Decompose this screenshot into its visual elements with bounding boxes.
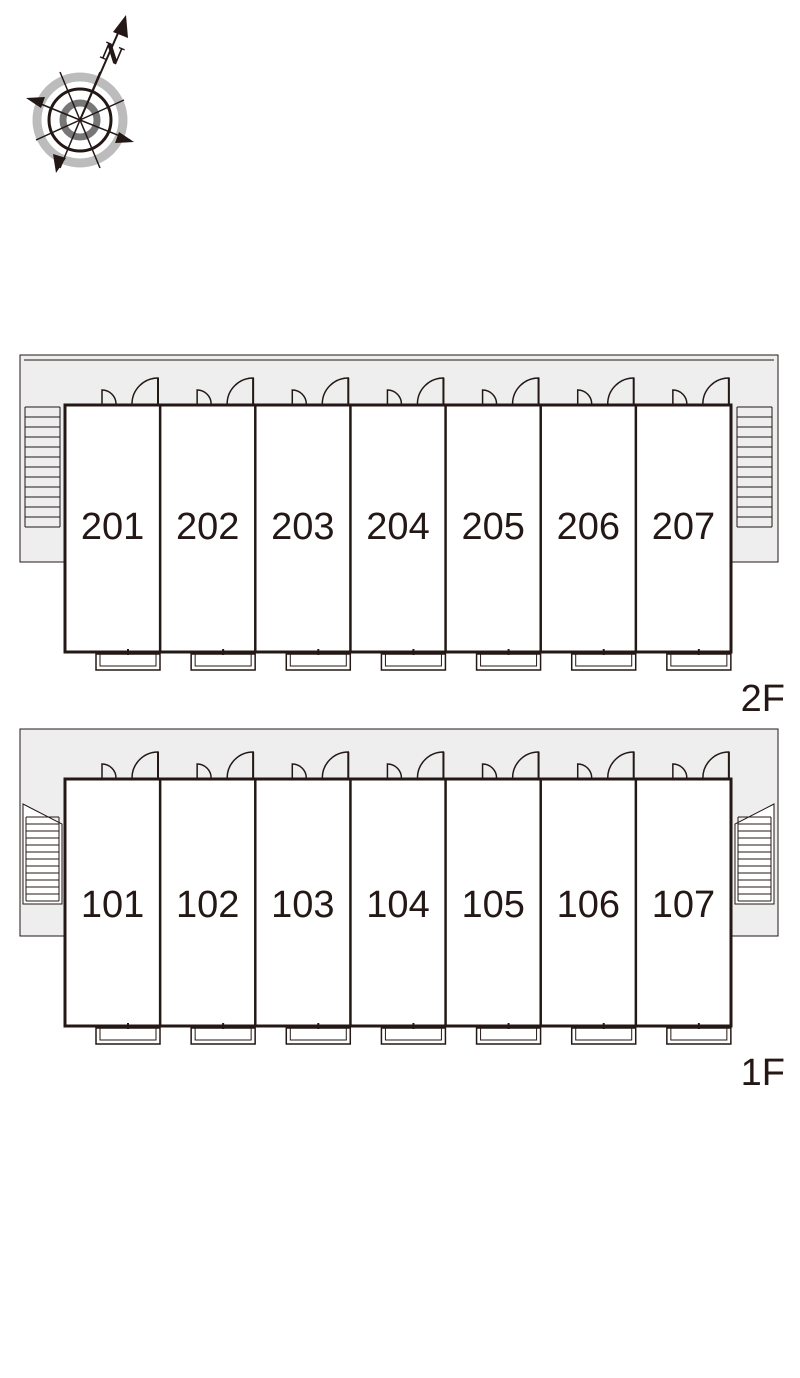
unit-204: 204 <box>349 377 447 671</box>
meter-door-swing <box>101 389 117 405</box>
unit-206: 206 <box>539 377 637 671</box>
floor-2f: 201 202 203 204 205 206 207 2F <box>19 354 785 720</box>
balcony <box>475 653 542 671</box>
unit-105: 105 <box>444 751 542 1045</box>
unit-102: 102 <box>158 751 256 1045</box>
compass-north-letter: N <box>96 36 128 71</box>
meter-door-swing <box>196 389 212 405</box>
unit-number: 106 <box>557 884 620 926</box>
unit-106: 106 <box>539 751 637 1045</box>
balcony <box>95 653 161 671</box>
unit-number: 206 <box>557 506 620 548</box>
unit-101: 101 <box>81 751 161 1045</box>
meter-door-swing <box>672 389 688 405</box>
unit-number: 107 <box>652 884 715 926</box>
compass-spoke <box>59 71 81 121</box>
balcony <box>475 1027 542 1045</box>
meter-door-swing <box>291 763 308 779</box>
balcony <box>190 653 256 671</box>
unit-202: 202 <box>158 377 256 671</box>
unit-number: 207 <box>652 506 715 548</box>
unit-number: 105 <box>461 884 524 926</box>
unit-number: 104 <box>366 884 429 926</box>
compass-north-arrowhead <box>113 15 128 38</box>
unit-number: 202 <box>176 506 239 548</box>
balcony <box>95 1027 161 1045</box>
floor-label: 1F <box>741 1052 785 1094</box>
compass-spoke <box>79 99 125 121</box>
unit-207: 207 <box>634 377 732 671</box>
meter-door-swing <box>196 763 212 779</box>
meter-door-swing <box>101 763 117 779</box>
meter-door-swing <box>481 763 498 779</box>
balcony <box>380 1027 447 1045</box>
balcony <box>285 1027 352 1045</box>
unit-205: 205 <box>444 377 542 671</box>
balcony <box>570 1027 637 1045</box>
unit-number: 102 <box>176 884 239 926</box>
unit-number: 205 <box>461 506 524 548</box>
north-compass-icon: N <box>26 15 134 173</box>
compass-east-arrowhead <box>115 132 134 143</box>
floor-1f: 101 102 103 104 105 106 107 1F <box>19 728 785 1094</box>
balcony <box>666 1027 732 1045</box>
unit-number: 101 <box>81 884 144 926</box>
unit-104: 104 <box>349 751 447 1045</box>
meter-door-swing <box>481 389 498 405</box>
balcony <box>285 653 352 671</box>
balcony <box>380 653 447 671</box>
unit-number: 204 <box>366 506 429 548</box>
stairs-left <box>25 816 60 902</box>
meter-door-swing <box>386 763 403 779</box>
compass-outer-ring <box>32 72 128 168</box>
unit-number: 103 <box>271 884 334 926</box>
compass-inner-ring <box>59 99 101 141</box>
meter-door-swing <box>576 389 593 405</box>
meter-door-swing <box>672 763 688 779</box>
compass-west-arrowhead <box>26 97 45 108</box>
compass-south-arrowhead <box>53 154 66 173</box>
stairs-right <box>737 816 772 902</box>
meter-door-swing <box>386 389 403 405</box>
unit-203: 203 <box>254 377 352 671</box>
building-outline <box>63 777 733 1028</box>
unit-107: 107 <box>634 751 732 1045</box>
meter-door-swing <box>576 763 593 779</box>
floor-label: 2F <box>741 678 785 720</box>
building-outline <box>63 403 733 654</box>
compass-spoke <box>79 119 101 169</box>
unit-number: 203 <box>271 506 334 548</box>
unit-201: 201 <box>81 377 161 671</box>
compass-north-line <box>79 23 123 121</box>
compass-middle-ring <box>47 87 113 153</box>
balcony <box>190 1027 256 1045</box>
balcony <box>666 653 732 671</box>
unit-103: 103 <box>254 751 352 1045</box>
balcony <box>570 653 637 671</box>
unit-number: 201 <box>81 506 144 548</box>
meter-door-swing <box>291 389 308 405</box>
stairs-right <box>736 406 773 528</box>
stairs-left <box>24 406 61 528</box>
compass-spoke <box>35 119 81 141</box>
